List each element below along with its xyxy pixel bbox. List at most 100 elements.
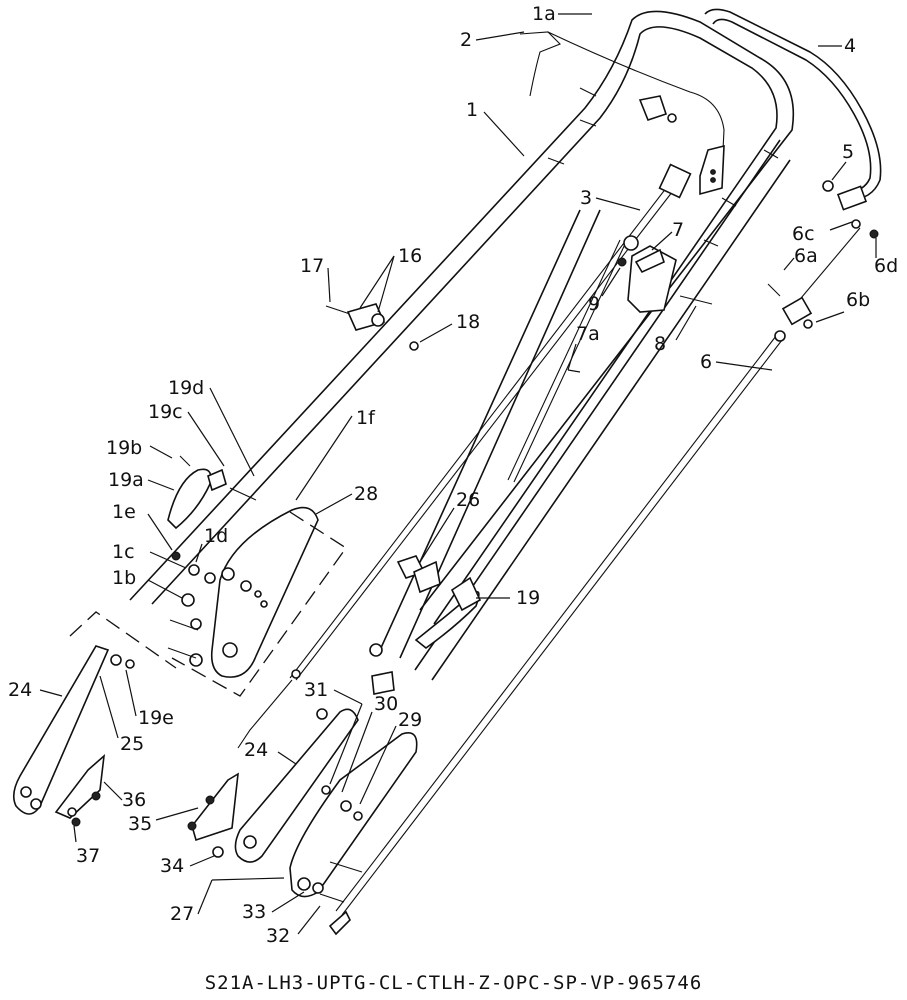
- callout-label: 32: [266, 925, 290, 947]
- callout: 24: [8, 679, 63, 701]
- control-housing: [617, 235, 713, 313]
- callout: 7: [651, 219, 684, 251]
- callout: 1e: [112, 501, 173, 551]
- callout-label: 7a: [576, 323, 600, 345]
- callout: 24: [244, 739, 297, 765]
- callout-label: 6a: [794, 245, 818, 267]
- callout-label: 4: [844, 35, 856, 57]
- drawing-code: S21A-LH3-UPTG-CL-CTLH-Z-OPC-SP-VP-965746: [204, 972, 703, 994]
- callout: 5: [831, 141, 854, 181]
- control-cable: [519, 31, 725, 196]
- bail-bar: [704, 8, 882, 211]
- callout: 9: [588, 267, 621, 315]
- callout-label: 1a: [532, 3, 556, 25]
- callout-label: 1e: [112, 501, 136, 523]
- callout-label: 18: [456, 311, 480, 333]
- callout: 30: [341, 693, 398, 793]
- callout-label: 19c: [148, 401, 183, 423]
- callout: 33: [242, 891, 305, 923]
- callout-label: 17: [300, 255, 324, 277]
- cable-fitting: [291, 669, 301, 679]
- callout: 19: [476, 587, 540, 609]
- right-lever-19: [369, 555, 482, 657]
- callout-label: 3: [580, 187, 592, 209]
- callout-labels: 1a 2 4 1 5 3 7 6c 6d 6a 17 16 9 6b 18 8 …: [8, 3, 898, 947]
- callout: 4: [818, 35, 856, 57]
- callout: 1f: [295, 407, 376, 501]
- hardware-1b-1e: [171, 551, 235, 584]
- callout-label: 1f: [356, 407, 376, 429]
- callout: 1a: [532, 3, 592, 25]
- callout: 37: [73, 825, 100, 867]
- callout-label: 31: [304, 679, 328, 701]
- callout: 19c: [148, 401, 225, 467]
- callout: 29: [359, 709, 422, 805]
- callout-label: 19: [516, 587, 540, 609]
- callout: 25: [99, 675, 144, 755]
- callout-label: 1: [466, 99, 478, 121]
- callout: 35: [128, 807, 199, 835]
- callout: 1d: [195, 525, 228, 563]
- callout: 6: [700, 351, 773, 373]
- callout: 6b: [815, 289, 870, 323]
- callout-label: 30: [374, 693, 398, 715]
- callout: 3: [580, 187, 641, 211]
- callout: 19e: [125, 669, 174, 729]
- callout: 19d: [168, 377, 255, 477]
- callout-label: 8: [654, 333, 666, 355]
- callout-label: 9: [588, 293, 600, 315]
- callout-label: 33: [242, 901, 266, 923]
- callout-label: 1d: [204, 525, 228, 547]
- callout-label: 25: [120, 733, 144, 755]
- callout-label: 2: [460, 29, 472, 51]
- callout: 34: [160, 855, 215, 877]
- callout: 28: [315, 483, 378, 515]
- callout: 1b: [112, 567, 183, 599]
- callout: 6c: [792, 221, 853, 245]
- callout-label: 26: [456, 489, 480, 511]
- callout-label: 29: [398, 709, 422, 731]
- callout-label: 19e: [138, 707, 174, 729]
- callout-label: 36: [122, 789, 146, 811]
- callout-label: 19b: [106, 437, 142, 459]
- cable-guide-16: [325, 303, 419, 351]
- callout-label: 27: [170, 903, 194, 925]
- left-lever-19a: [167, 455, 257, 530]
- callout: 18: [419, 311, 480, 343]
- callout-label: 24: [8, 679, 32, 701]
- right-plate-27: [289, 732, 418, 903]
- callout: 7a: [567, 323, 600, 373]
- callout-label: 1c: [112, 541, 135, 563]
- middle-plate-24: [187, 708, 359, 863]
- parts-drawing: [12, 8, 882, 936]
- callout-label: 6: [700, 351, 712, 373]
- callout: 17: [300, 255, 331, 303]
- callout: 27: [170, 877, 285, 925]
- drive-cable-rod: [237, 163, 692, 749]
- callout-label: 19a: [108, 469, 144, 491]
- callout-label: 6b: [846, 289, 870, 311]
- callout: 31: [304, 679, 363, 785]
- traction-cable: [328, 180, 879, 936]
- callout: 19b: [106, 437, 173, 459]
- callout: 26: [419, 489, 480, 563]
- callout: 16: [359, 245, 422, 313]
- callout-label: 6d: [874, 255, 898, 277]
- callout: 1c: [112, 541, 187, 569]
- callout-label: 5: [842, 141, 854, 163]
- callout: 8: [654, 305, 697, 355]
- callout-label: 16: [398, 245, 422, 267]
- callout: 2: [460, 29, 525, 51]
- callout: 32: [266, 905, 321, 947]
- lower-handle-tubes: [371, 139, 791, 695]
- callout-label: 34: [160, 855, 184, 877]
- callout: 1: [466, 99, 525, 157]
- callout: 6a: [783, 245, 818, 271]
- callout-label: 7: [672, 219, 684, 241]
- callout-label: 35: [128, 813, 152, 835]
- callout-label: 37: [76, 845, 100, 867]
- callout-label: 1b: [112, 567, 136, 589]
- callout-label: 19d: [168, 377, 204, 399]
- callout: 36: [103, 781, 146, 811]
